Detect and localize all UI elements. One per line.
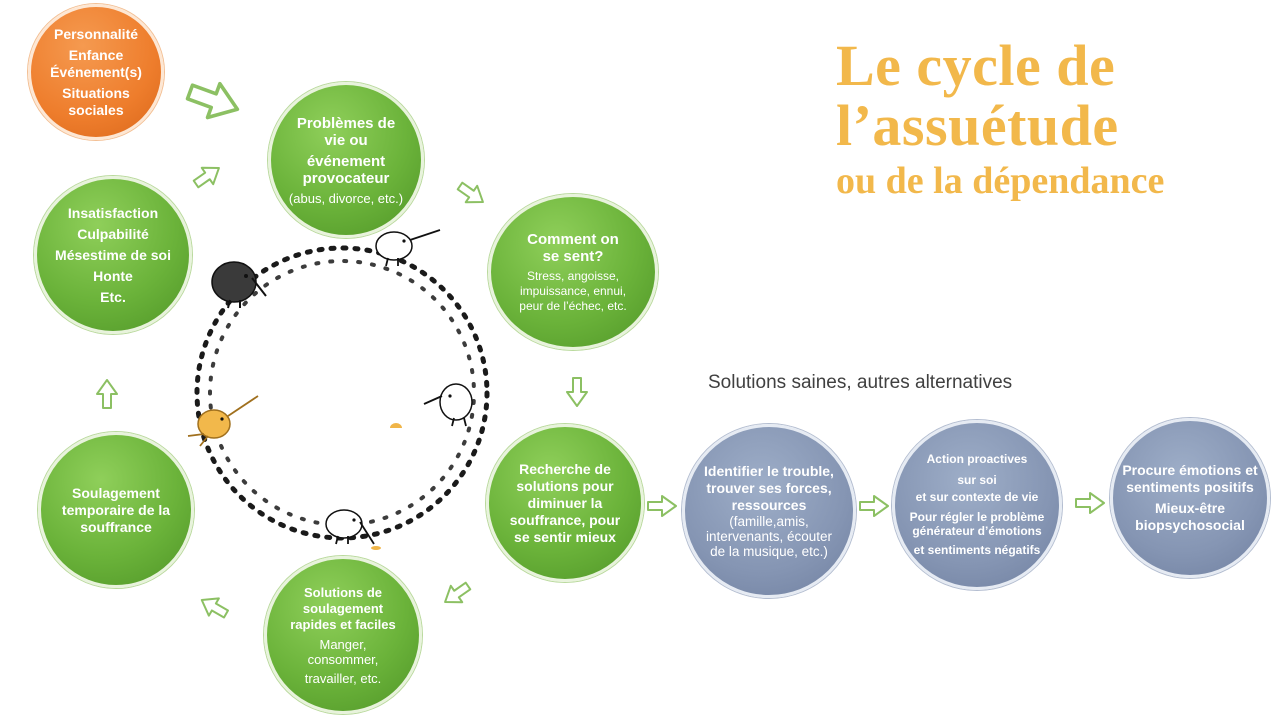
procure-detail: Mieux-être biopsychosocial [1135, 500, 1245, 533]
cause-situations-sociales: Situations sociales [62, 84, 130, 118]
solutions-circle: Solutions de soulagement rapides et faci… [264, 556, 422, 714]
arrow-problemes-to-ressenti [453, 176, 490, 212]
arrow-action-to-procure [1075, 492, 1105, 514]
problemes-title: Problèmes de vie ou [296, 114, 396, 149]
arrow-recherche-to-solutions [438, 576, 475, 612]
ressenti-title: Comment on se sent? [527, 230, 619, 265]
solutions-detail-1: Manger, consommer, [307, 636, 379, 667]
problemes-title-2: événement provocateur [302, 152, 390, 187]
action-line-2: et sur contexte de vie [915, 490, 1039, 504]
kiwi-white-bottom-icon [325, 509, 381, 550]
seed-icon [390, 423, 402, 428]
insatisfaction-item-2: Culpabilité [77, 225, 149, 242]
arrow-ressenti-to-recherche [566, 377, 588, 407]
action-circle: Action proactives sur soi et sur context… [892, 420, 1062, 590]
identifier-detail: (famille,amis, intervenants, écouter de … [705, 514, 833, 559]
action-line-4: et sentiments négatifs [913, 543, 1041, 557]
kiwi-white-right-icon [423, 383, 473, 427]
title-line-3: ou de la dépendance [836, 160, 1165, 202]
kiwi-black-icon [211, 261, 267, 309]
insatisfaction-item-4: Honte [93, 267, 133, 284]
alternatives-label: Solutions saines, autres alternatives [708, 372, 1013, 393]
insatisfaction-item-3: Mésestime de soi [55, 246, 171, 263]
arrow-insatisfaction-to-problemes [189, 158, 226, 194]
procure-circle: Procure émotions et sentiments positifs … [1110, 418, 1270, 578]
causes-circle: Personnalité Enfance Événement(s) Situat… [28, 4, 164, 140]
title-line-2: l’assuétude [836, 93, 1119, 158]
cause-personnalite: Personnalité [53, 25, 139, 42]
soulagement-title: Soulagement temporaire de la souffrance [61, 484, 171, 535]
soulagement-circle: Soulagement temporaire de la souffrance [38, 432, 194, 588]
insatisfaction-item-1: Insatisfaction [67, 204, 159, 221]
kiwi-white-top-icon [375, 229, 441, 267]
cause-enfance: Enfance [68, 46, 124, 63]
title-line-1: Le cycle de [836, 33, 1116, 98]
arrow-soulagement-to-insatisfaction [96, 379, 118, 409]
action-title: Action proactives [926, 452, 1028, 466]
diagram-title: Le cycle de l’assuétude ou de la dépenda… [836, 36, 1164, 204]
problemes-detail: (abus, divorce, etc.) [288, 190, 404, 206]
arrow-causes-to-problemes [182, 73, 246, 128]
arrow-identifier-to-action [859, 495, 889, 517]
cycle-path-inner [208, 259, 476, 527]
arrow-solutions-to-soulagement [195, 590, 232, 624]
recherche-circle: Recherche de solutions pour diminuer la … [486, 424, 644, 582]
problemes-circle: Problèmes de vie ou événement provocateu… [268, 82, 424, 238]
procure-title: Procure émotions et sentiments positifs [1122, 462, 1258, 495]
insatisfaction-item-5: Etc. [100, 288, 126, 305]
identifier-circle: Identifier le trouble, trouver ses force… [682, 424, 856, 598]
insatisfaction-circle: Insatisfaction Culpabilité Mésestime de … [34, 176, 192, 334]
action-line-3: Pour régler le problème générateur d’émo… [909, 510, 1045, 538]
action-line-1: sur soi [957, 473, 997, 487]
recherche-title: Recherche de solutions pour diminuer la … [509, 460, 621, 545]
solutions-title: Solutions de soulagement rapides et faci… [290, 584, 396, 632]
ressenti-circle: Comment on se sent? Stress, angoisse, im… [488, 194, 658, 350]
solutions-detail-2: travailler, etc. [304, 670, 382, 686]
identifier-title: Identifier le trouble, trouver ses force… [704, 463, 834, 513]
ressenti-detail: Stress, angoisse, impuissance, ennui, pe… [519, 268, 627, 313]
kiwi-orange-icon [187, 395, 259, 447]
arrow-recherche-to-identifier [647, 495, 677, 517]
cause-evenements: Événement(s) [50, 63, 142, 80]
